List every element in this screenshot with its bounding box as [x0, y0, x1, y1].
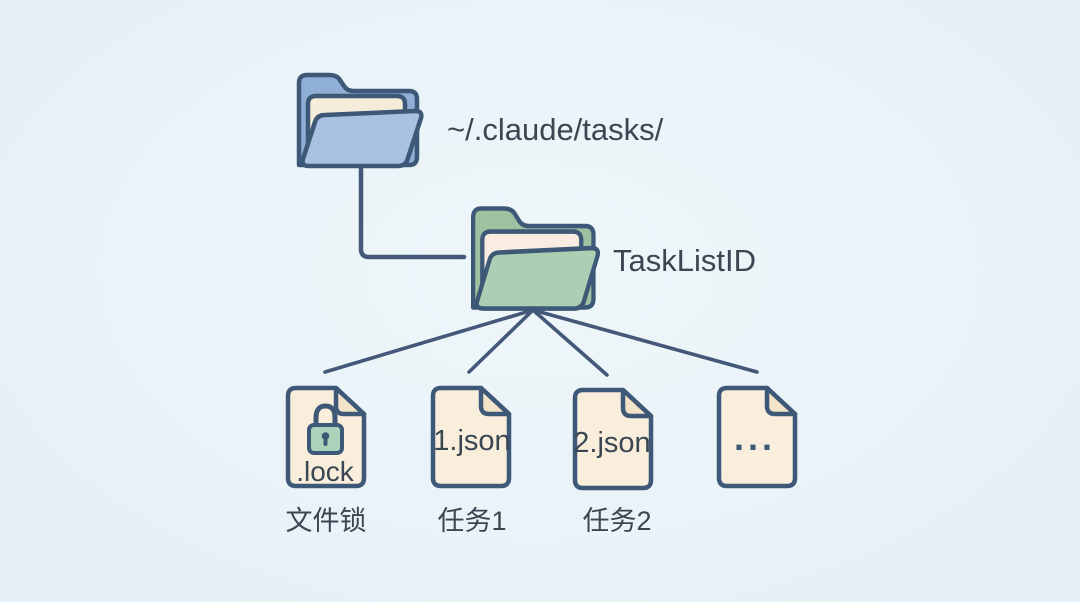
lock-icon: [307, 403, 344, 455]
tasklist-folder-label: TaskListID: [613, 243, 756, 278]
folder-front-flap: [474, 245, 601, 311]
file-fold-corner: [478, 385, 512, 417]
lock-file-name: .lock: [296, 456, 355, 487]
task1-file-caption: 任务1: [437, 506, 506, 536]
more-files-icon: [716, 385, 798, 489]
lock-file-icon: [285, 385, 367, 489]
task1-file-icon: [430, 385, 512, 489]
connector-to-task1-file: [467, 308, 535, 374]
open-folder-green-icon: [470, 206, 601, 311]
lock-file-caption: 文件锁: [286, 506, 367, 536]
task2-file-icon: [572, 387, 654, 491]
open-folder-blue-icon: [296, 72, 424, 169]
ellipsis-text: ...: [734, 417, 776, 458]
connector-root-to-tasklist: [358, 164, 467, 260]
file-fold-corner: [333, 385, 367, 417]
task2-file-caption: 任务2: [582, 506, 651, 536]
task1-file-name: 1.json: [433, 425, 510, 457]
connector-to-task2-file: [531, 308, 609, 377]
folder-front-flap: [300, 108, 424, 169]
file-fold-corner: [620, 387, 654, 419]
task2-file-name: 2.json: [573, 427, 650, 459]
root-folder-label: ~/.claude/tasks/: [447, 112, 664, 147]
connector-to-more-files: [531, 308, 759, 374]
lock-shackle: [313, 403, 338, 430]
file-fold-corner: [764, 385, 798, 417]
connector-to-lock-file: [323, 308, 535, 374]
fan-connectors: [323, 308, 759, 377]
